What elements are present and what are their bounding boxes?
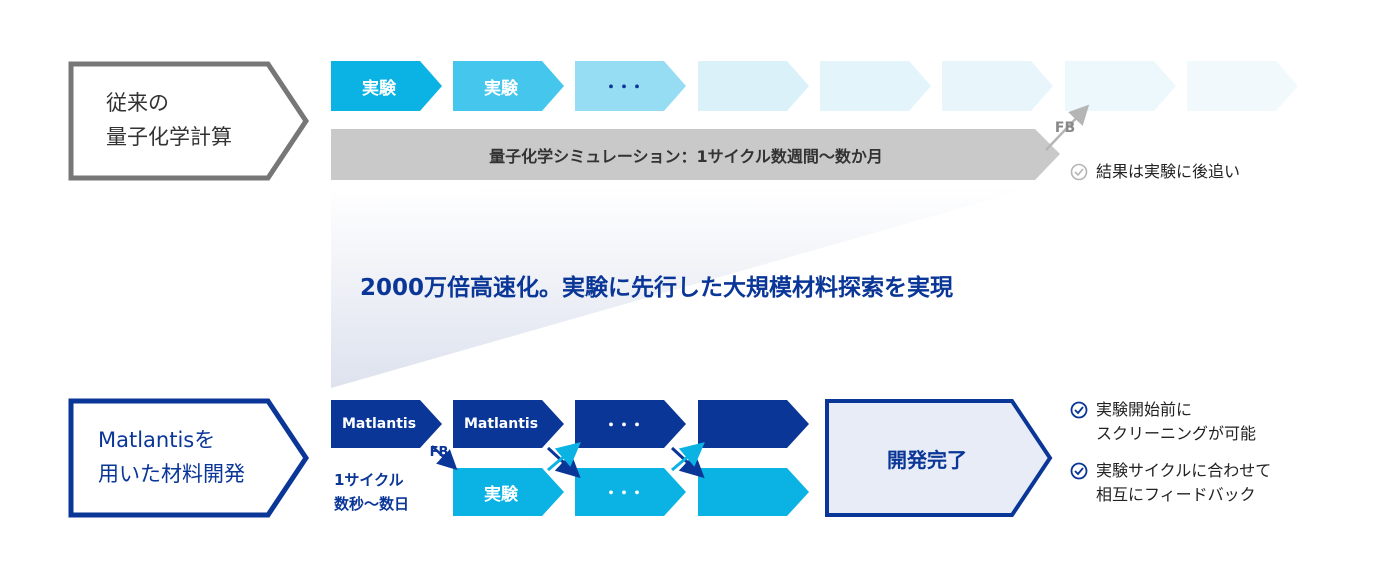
speedup-wedge — [331, 187, 1035, 388]
benefit-2-line2: 相互にフィードバック — [1096, 485, 1256, 504]
cycle-duration: 1サイクル 数秒〜数日 — [334, 466, 430, 518]
benefit-1-line2: スクリーニングが可能 — [1096, 424, 1257, 443]
chevron-matlantis-4 — [698, 400, 809, 448]
chevron-faint-4 — [698, 61, 809, 111]
chevron-ellipsis — [575, 61, 686, 111]
conventional-label-line1: 従来の — [106, 91, 169, 115]
chevron-matlantis-ellipsis — [575, 400, 686, 448]
matlantis-label-frame — [68, 398, 310, 518]
check-icon-benefit-2 — [1070, 462, 1088, 480]
chevron-matlantis-2 — [453, 400, 564, 448]
development-complete-frame — [825, 399, 1053, 517]
fb-arrow-matlantis — [431, 445, 458, 471]
chevron-experiment-1 — [331, 61, 442, 111]
benefit-2-line1: 実験サイクルに合わせて — [1096, 461, 1272, 480]
conventional-label-line2: 量子化学計算 — [106, 125, 232, 149]
result-note: 結果は実験に後追い — [1096, 162, 1241, 181]
chevron-faint-5 — [820, 61, 931, 111]
chevron-bottom-4 — [698, 468, 809, 516]
development-complete-label: 開発完了 — [887, 447, 967, 472]
simulation-label: 量子化学シミュレーション：1サイクル数週間〜数か月 — [489, 146, 883, 166]
chevron-bottom-experiment — [453, 468, 564, 516]
chevron-ellipsis-label: ・・・ — [603, 77, 644, 96]
simulation-bar — [331, 129, 1060, 180]
arrow-up-2 — [671, 442, 705, 472]
benefit-2: 実験サイクルに合わせて 相互にフィードバック — [1096, 459, 1271, 507]
chevron-bottom-ellipsis-label: ・・・ — [603, 483, 644, 502]
fb-label-conventional: FB — [1054, 120, 1076, 136]
chevron-experiment-1-label: 実験 — [362, 78, 396, 99]
chevron-faint-6 — [942, 61, 1053, 111]
benefit-1: 実験開始前に スクリーニングが可能 — [1096, 398, 1256, 446]
conventional-label-frame — [68, 61, 310, 181]
chevron-bottom-experiment-label: 実験 — [484, 484, 518, 505]
chevron-matlantis-2-label: Matlantis — [463, 416, 539, 432]
chevron-matlantis-1-label: Matlantis — [341, 416, 417, 432]
cycle-duration-line1: 1サイクル — [334, 471, 404, 489]
chevron-faint-8 — [1187, 61, 1298, 111]
matlantis-label: Matlantisを 用いた材料開発 — [98, 423, 268, 493]
matlantis-label-line2: 用いた材料開発 — [98, 462, 245, 486]
headline: 2000万倍高速化。実験に先行した大規模材料探索を実現 — [360, 275, 954, 301]
check-icon-benefit-1 — [1070, 401, 1088, 419]
fb-arrow-conventional — [1045, 104, 1090, 151]
chevron-matlantis-ellipsis-label: ・・・ — [603, 415, 644, 434]
chevron-experiment-2-label: 実験 — [484, 78, 518, 99]
chevron-bottom-ellipsis — [575, 468, 686, 516]
arrow-up-1 — [547, 442, 581, 472]
fb-label-matlantis: FB — [429, 444, 449, 460]
chevron-experiment-2 — [453, 61, 564, 111]
chevron-matlantis-1 — [331, 400, 442, 448]
conventional-label: 従来の 量子化学計算 — [106, 86, 266, 156]
chevron-faint-7 — [1065, 61, 1176, 111]
matlantis-label-line1: Matlantisを — [98, 428, 216, 452]
cycle-duration-line2: 数秒〜数日 — [334, 495, 410, 513]
benefit-1-line1: 実験開始前に — [1096, 400, 1193, 419]
check-icon-conventional — [1070, 163, 1088, 181]
